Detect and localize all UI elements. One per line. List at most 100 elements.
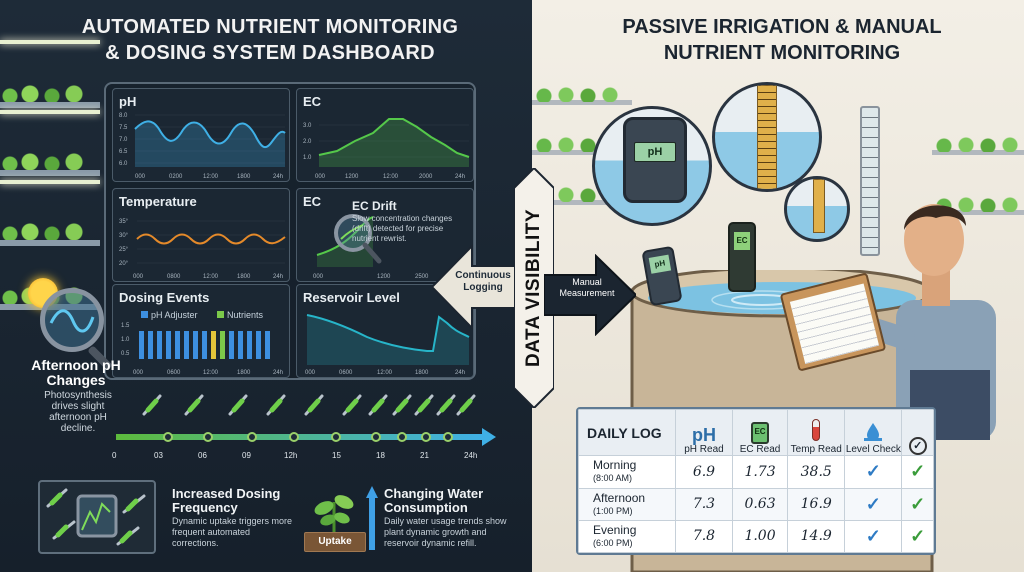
dosing-bars: [139, 331, 270, 359]
ph-read-header: pH pH Read: [675, 409, 733, 457]
reservoir-xtick: 1800: [415, 370, 429, 376]
ph-ytick: 8.0: [119, 113, 128, 119]
magnifier-icon: [40, 288, 104, 352]
timeline-tick: 18: [376, 451, 385, 460]
dosing-xtick: 000: [133, 370, 144, 376]
ph-value: 7.3: [675, 487, 733, 521]
ec-meter-icon: EC: [751, 422, 770, 445]
check-header: ✓: [901, 409, 934, 457]
temp-xtick: 000: [133, 274, 144, 280]
ec-drift-chart: 000 1200 2500: [313, 214, 429, 280]
continuous-logging-arrow: [432, 244, 524, 330]
ec-drift-description: Slow concentration changes (drift) detec…: [352, 214, 453, 243]
temp-value: 38.5: [787, 455, 846, 489]
ec-chart: 3.0 2.0 1.0 000 1200 12:00 2000 24h: [303, 118, 470, 180]
ec-xtick: 12:00: [383, 174, 399, 180]
level-check-icon: ✓: [844, 519, 903, 553]
graduated-column: [860, 106, 880, 256]
manual-measurement-label: Manual Measurement: [559, 277, 615, 298]
ph-chart: 8.0 7.5 7.0 6.5 6.0 000 0200 12:00 1800 …: [119, 113, 286, 180]
ph-ytick: 7.5: [119, 125, 128, 131]
left-title: AUTOMATED NUTRIENT MONITORING & DOSING S…: [81, 16, 459, 64]
continuous-logging-label: Continuous Logging: [455, 270, 511, 293]
temp-read-header: Temp Read: [787, 409, 846, 457]
level-check-header: Level Check: [844, 409, 903, 457]
water-level-ruler-zoom: [712, 82, 822, 192]
ph-chart-panel[interactable]: 8.0 7.5 7.0 6.5 6.0 000 0200 12:00 1800 …: [112, 88, 290, 182]
ph-adjuster-legend-swatch: [141, 311, 148, 318]
ph-xtick: 12:00: [203, 174, 219, 180]
ph-ytick: 6.5: [119, 149, 128, 155]
ph-xtick: 1800: [237, 174, 251, 180]
nutrients-legend-swatch: [217, 311, 224, 318]
reservoir-xtick: 000: [305, 370, 316, 376]
ec-drift-xtick: 1200: [377, 274, 391, 280]
ec-value: 1.00: [731, 519, 789, 553]
ruler-icon: [757, 85, 777, 189]
reservoir-level-chart: 000 0600 12:00 1800 24h: [305, 314, 470, 376]
temp-xtick: 12:00: [203, 274, 219, 280]
table-row: Afternoon(1:00 PM) 7.3 0.63 16.9 ✓ ✓: [578, 487, 934, 521]
water-level-icon: [864, 423, 883, 442]
dosing-xtick: 24h: [273, 370, 283, 376]
timeline-tick: 24h: [464, 451, 477, 460]
table-row: Morning(8:00 AM) 6.9 1.73 38.5 ✓ ✓: [578, 455, 934, 489]
manual-measurement-arrow: [544, 254, 636, 336]
dosing-ytick: 0.5: [121, 351, 130, 357]
legend-ph-adjuster: pH Adjuster: [151, 310, 198, 320]
ph-value: 6.9: [675, 455, 733, 489]
ph-meter-zoom: pH: [592, 106, 712, 226]
ec-xtick: 2000: [419, 174, 433, 180]
ph-icon: pH: [691, 425, 716, 446]
thermometer-icon: [812, 419, 821, 442]
ec-drift-xtick: 2500: [415, 274, 429, 280]
dosing-xtick: 1800: [237, 370, 251, 376]
ph-xtick: 24h: [273, 174, 283, 180]
temp-value: 16.9: [787, 487, 846, 521]
ph-meter-icon: pH: [623, 117, 687, 203]
ec-chart-panel[interactable]: 3.0 2.0 1.0 000 1200 12:00 2000 24h EC: [296, 88, 474, 182]
ph-xtick: 000: [135, 174, 146, 180]
ec-xtick: 24h: [455, 174, 465, 180]
magnifier-icon: [334, 214, 372, 252]
ec-value: 0.63: [731, 487, 789, 521]
afternoon-ph-description: Photosynthesis drives slight afternoon p…: [44, 390, 112, 434]
ec-drift-chart-panel[interactable]: 000 1200 2500 EC: [296, 188, 474, 282]
uptake-label: Uptake: [304, 532, 366, 552]
ec-xtick: 000: [315, 174, 326, 180]
ec-ytick: 1.0: [303, 155, 312, 161]
reservoir-xtick: 12:00: [377, 370, 393, 376]
timeline-tick: 21: [420, 451, 429, 460]
temperature-chart-panel[interactable]: 35° 30° 25° 20° 000 0800 12:00 1800 24h …: [112, 188, 290, 282]
automated-side: AUTOMATED NUTRIENT MONITORING & DOSING S…: [0, 0, 532, 572]
ph-ytick: 7.0: [119, 137, 128, 143]
dosing-ytick: 1.0: [121, 337, 130, 343]
level-check-icon: ✓: [844, 455, 903, 489]
dosing-xtick: 0600: [167, 370, 181, 376]
ec-ytick: 3.0: [303, 123, 312, 129]
ec-read-header: EC EC Read: [731, 409, 789, 457]
ec-value: 1.73: [731, 455, 789, 489]
level-check-icon: ✓: [844, 487, 903, 521]
check-icon: ✓: [901, 519, 934, 553]
timeline-tick: 09: [242, 451, 251, 460]
check-icon: ✓: [901, 487, 934, 521]
dosing-xtick: 12:00: [203, 370, 219, 376]
reservoir-xtick: 24h: [455, 370, 465, 376]
timeline-tick: 12h: [284, 451, 297, 460]
ec-drift-title: EC Drift: [352, 199, 397, 213]
legend-nutrients: Nutrients: [227, 310, 264, 320]
temperature-panel-title: Temperature: [119, 194, 197, 209]
ph-value: 7.8: [675, 519, 733, 553]
temperature-chart: 35° 30° 25° 20° 000 0800 12:00 1800 24h: [119, 219, 286, 280]
ph-ytick: 6.0: [119, 161, 128, 167]
temp-ytick: 20°: [119, 261, 129, 267]
temp-ytick: 35°: [119, 219, 129, 225]
data-visibility-label: DATA VISIBILITY: [523, 208, 544, 368]
ec-ytick: 2.0: [303, 139, 312, 145]
table-row: Evening(6:00 PM) 7.8 1.00 14.9 ✓ ✓: [578, 519, 934, 553]
water-consumption-title: Changing Water Consumption: [384, 486, 484, 515]
dosing-frequency-icon: [38, 480, 156, 554]
reservoir-panel-title: Reservoir Level: [303, 290, 400, 305]
dosing-events-chart-panel[interactable]: pH Adjuster Nutrients 1.5 1.0 0.5 000 06…: [112, 284, 290, 378]
